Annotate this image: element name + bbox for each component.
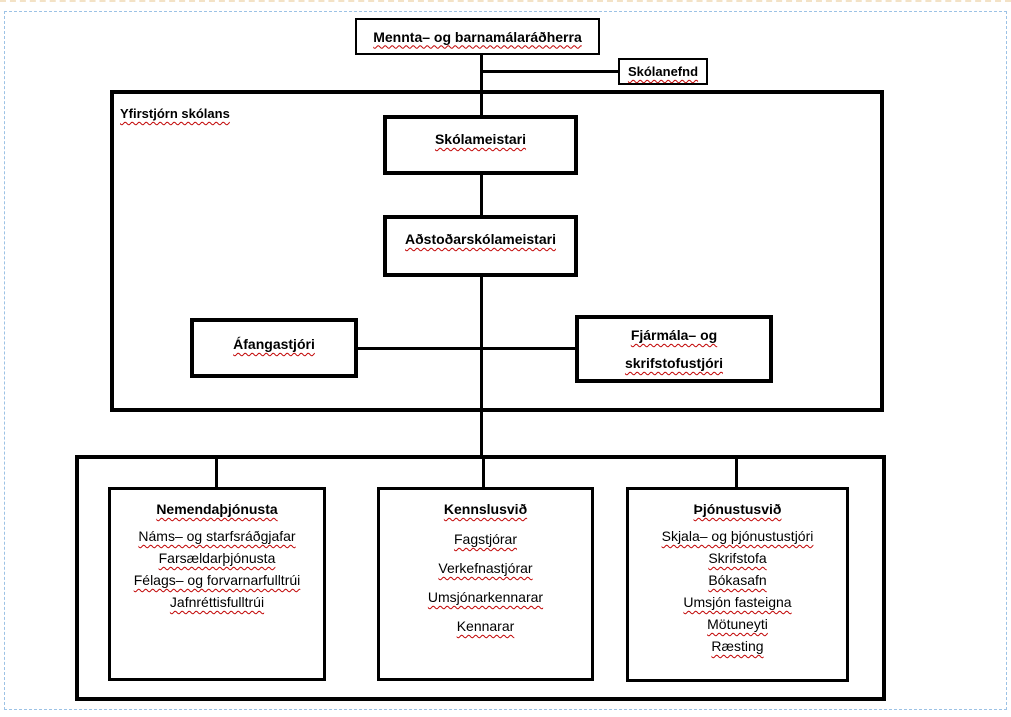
finance-label-line2: skrifstofustjóri	[624, 355, 723, 371]
department-item: Kennarar	[456, 618, 515, 634]
department-item-list: Fagstjórar Verkefnastjórar Umsjónarkenna…	[380, 525, 591, 641]
connector-to-school-board	[481, 70, 618, 73]
connector-drop-kennslusvid	[482, 457, 485, 487]
principal-label: Skólameistari	[434, 131, 527, 147]
department-box-kennslusvid: Kennslusvið Fagstjórar Verkefnastjórar U…	[377, 487, 594, 681]
department-item: Bókasafn	[708, 572, 767, 588]
department-item: Náms– og starfsráðgjafar	[138, 528, 296, 544]
connector-drop-nemendathjonusta	[215, 457, 218, 487]
assistant-principal-box: Aðstoðarskólameistari	[383, 215, 578, 277]
finance-label-line1: Fjármála– og	[630, 327, 718, 343]
department-item: Skrifstofa	[708, 550, 767, 566]
department-item: Verkefnastjórar	[438, 560, 533, 576]
department-box-thjonustusvid: Þjónustusvið Skjala– og þjónustustjóri S…	[626, 487, 849, 682]
department-item: Mötuneyti	[707, 616, 768, 632]
management-group-label: Yfirstjórn skólans	[120, 106, 230, 121]
department-item-list: Skjala– og þjónustustjóri Skrifstofa Bók…	[629, 525, 846, 657]
connector-assistant-to-departments	[480, 277, 483, 455]
connector-program-to-finance	[358, 347, 575, 350]
department-item: Farsældarþjónusta	[158, 550, 276, 566]
department-item: Fagstjórar	[453, 531, 518, 547]
program-director-box: Áfangastjóri	[190, 318, 358, 378]
ministry-box: Mennta– og barnamálaráðherra	[355, 18, 600, 55]
ministry-label: Mennta– og barnamálaráðherra	[373, 28, 582, 45]
departments-container-box	[75, 455, 886, 701]
department-item: Skjala– og þjónustustjóri	[661, 528, 814, 544]
school-board-box: Skólanefnd	[618, 58, 708, 85]
school-board-label: Skólanefnd	[627, 64, 699, 79]
principal-box: Skólameistari	[383, 115, 578, 175]
connector-principal-to-assistant	[480, 175, 483, 215]
department-item: Umsjónarkennarar	[427, 589, 544, 605]
connector-ministry-to-principal	[480, 55, 483, 115]
department-title: Kennslusvið	[443, 501, 528, 517]
department-item: Ræsting	[711, 638, 764, 654]
program-director-label: Áfangastjóri	[233, 336, 315, 352]
page-top-edge-line	[0, 0, 1011, 2]
assistant-principal-label: Aðstoðarskólameistari	[405, 231, 556, 247]
department-item: Umsjón fasteigna	[683, 594, 792, 610]
department-item: Félags– og forvarnarfulltrúi	[133, 572, 301, 588]
management-group-box	[110, 90, 884, 412]
department-item-list: Náms– og starfsráðgjafar Farsældarþjónus…	[111, 525, 323, 613]
department-box-nemendathjonusta: Nemendaþjónusta Náms– og starfsráðgjafar…	[108, 487, 326, 681]
department-title: Þjónustusvið	[693, 501, 782, 517]
drawing-canvas-border	[4, 11, 1007, 710]
department-item: Jafnréttisfulltrúi	[169, 594, 265, 610]
finance-office-manager-box: Fjármála– og skrifstofustjóri	[575, 315, 773, 383]
connector-drop-thjonustusvid	[735, 457, 738, 487]
department-title: Nemendaþjónusta	[156, 501, 278, 517]
